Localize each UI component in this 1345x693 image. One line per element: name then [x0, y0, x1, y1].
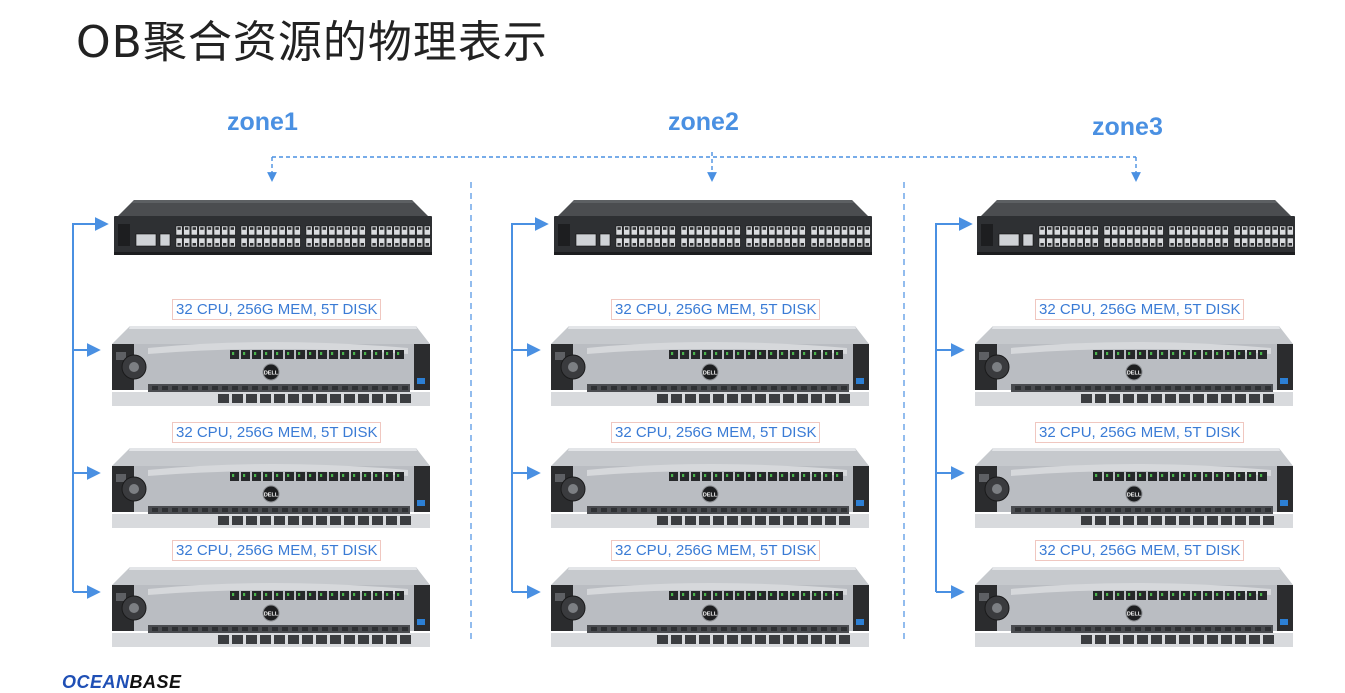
page-title: OB聚合资源的物理表示: [76, 17, 548, 68]
zone3-server-2: DELL: [975, 448, 1293, 528]
server-spec-label: 32 CPU, 256G MEM, 5T DISK: [1035, 299, 1245, 320]
svg-text:DELL: DELL: [264, 371, 279, 377]
zone3-tree: [935, 217, 973, 599]
zone3-server-3: DELL: [975, 567, 1293, 647]
server-spec-label: 32 CPU, 256G MEM, 5T DISK: [611, 540, 821, 561]
zone-label-zone2: zone2: [668, 108, 739, 136]
zone2-switch: [554, 200, 872, 255]
server-spec-label: 32 CPU, 256G MEM, 5T DISK: [172, 299, 382, 320]
server-spec-label: 32 CPU, 256G MEM, 5T DISK: [1035, 422, 1245, 443]
svg-text:DELL: DELL: [1127, 371, 1142, 377]
zone1-server-3: DELL: [112, 567, 430, 647]
svg-text:DELL: DELL: [703, 493, 718, 499]
zone3-switch: [977, 200, 1295, 255]
svg-text:DELL: DELL: [264, 493, 279, 499]
svg-text:DELL: DELL: [1127, 493, 1142, 499]
zone-label-zone1: zone1: [227, 108, 298, 136]
server-spec-label: 32 CPU, 256G MEM, 5T DISK: [611, 299, 821, 320]
server-spec-label: 32 CPU, 256G MEM, 5T DISK: [172, 540, 382, 561]
zone2-server-2: DELL: [551, 448, 869, 528]
zone2-server-1: DELL: [551, 326, 869, 406]
zone-label-zone3: zone3: [1092, 113, 1163, 141]
zone2-tree: [511, 217, 549, 599]
zone1-switch: [114, 200, 432, 255]
svg-text:DELL: DELL: [703, 371, 718, 377]
server-spec-label: 32 CPU, 256G MEM, 5T DISK: [172, 422, 382, 443]
server-spec-label: 32 CPU, 256G MEM, 5T DISK: [611, 422, 821, 443]
zone2-server-3: DELL: [551, 567, 869, 647]
svg-text:DELL: DELL: [1127, 612, 1142, 618]
oceanbase-logo: OCEANBASE: [62, 672, 182, 692]
svg-text:DELL: DELL: [703, 612, 718, 618]
zone3-server-1: DELL: [975, 326, 1293, 406]
inter-zone-bus: [267, 152, 1141, 182]
zone1-server-2: DELL: [112, 448, 430, 528]
server-spec-label: 32 CPU, 256G MEM, 5T DISK: [1035, 540, 1245, 561]
zone1-tree: [72, 217, 109, 599]
zone1-server-1: DELL: [112, 326, 430, 406]
svg-text:DELL: DELL: [264, 612, 279, 618]
